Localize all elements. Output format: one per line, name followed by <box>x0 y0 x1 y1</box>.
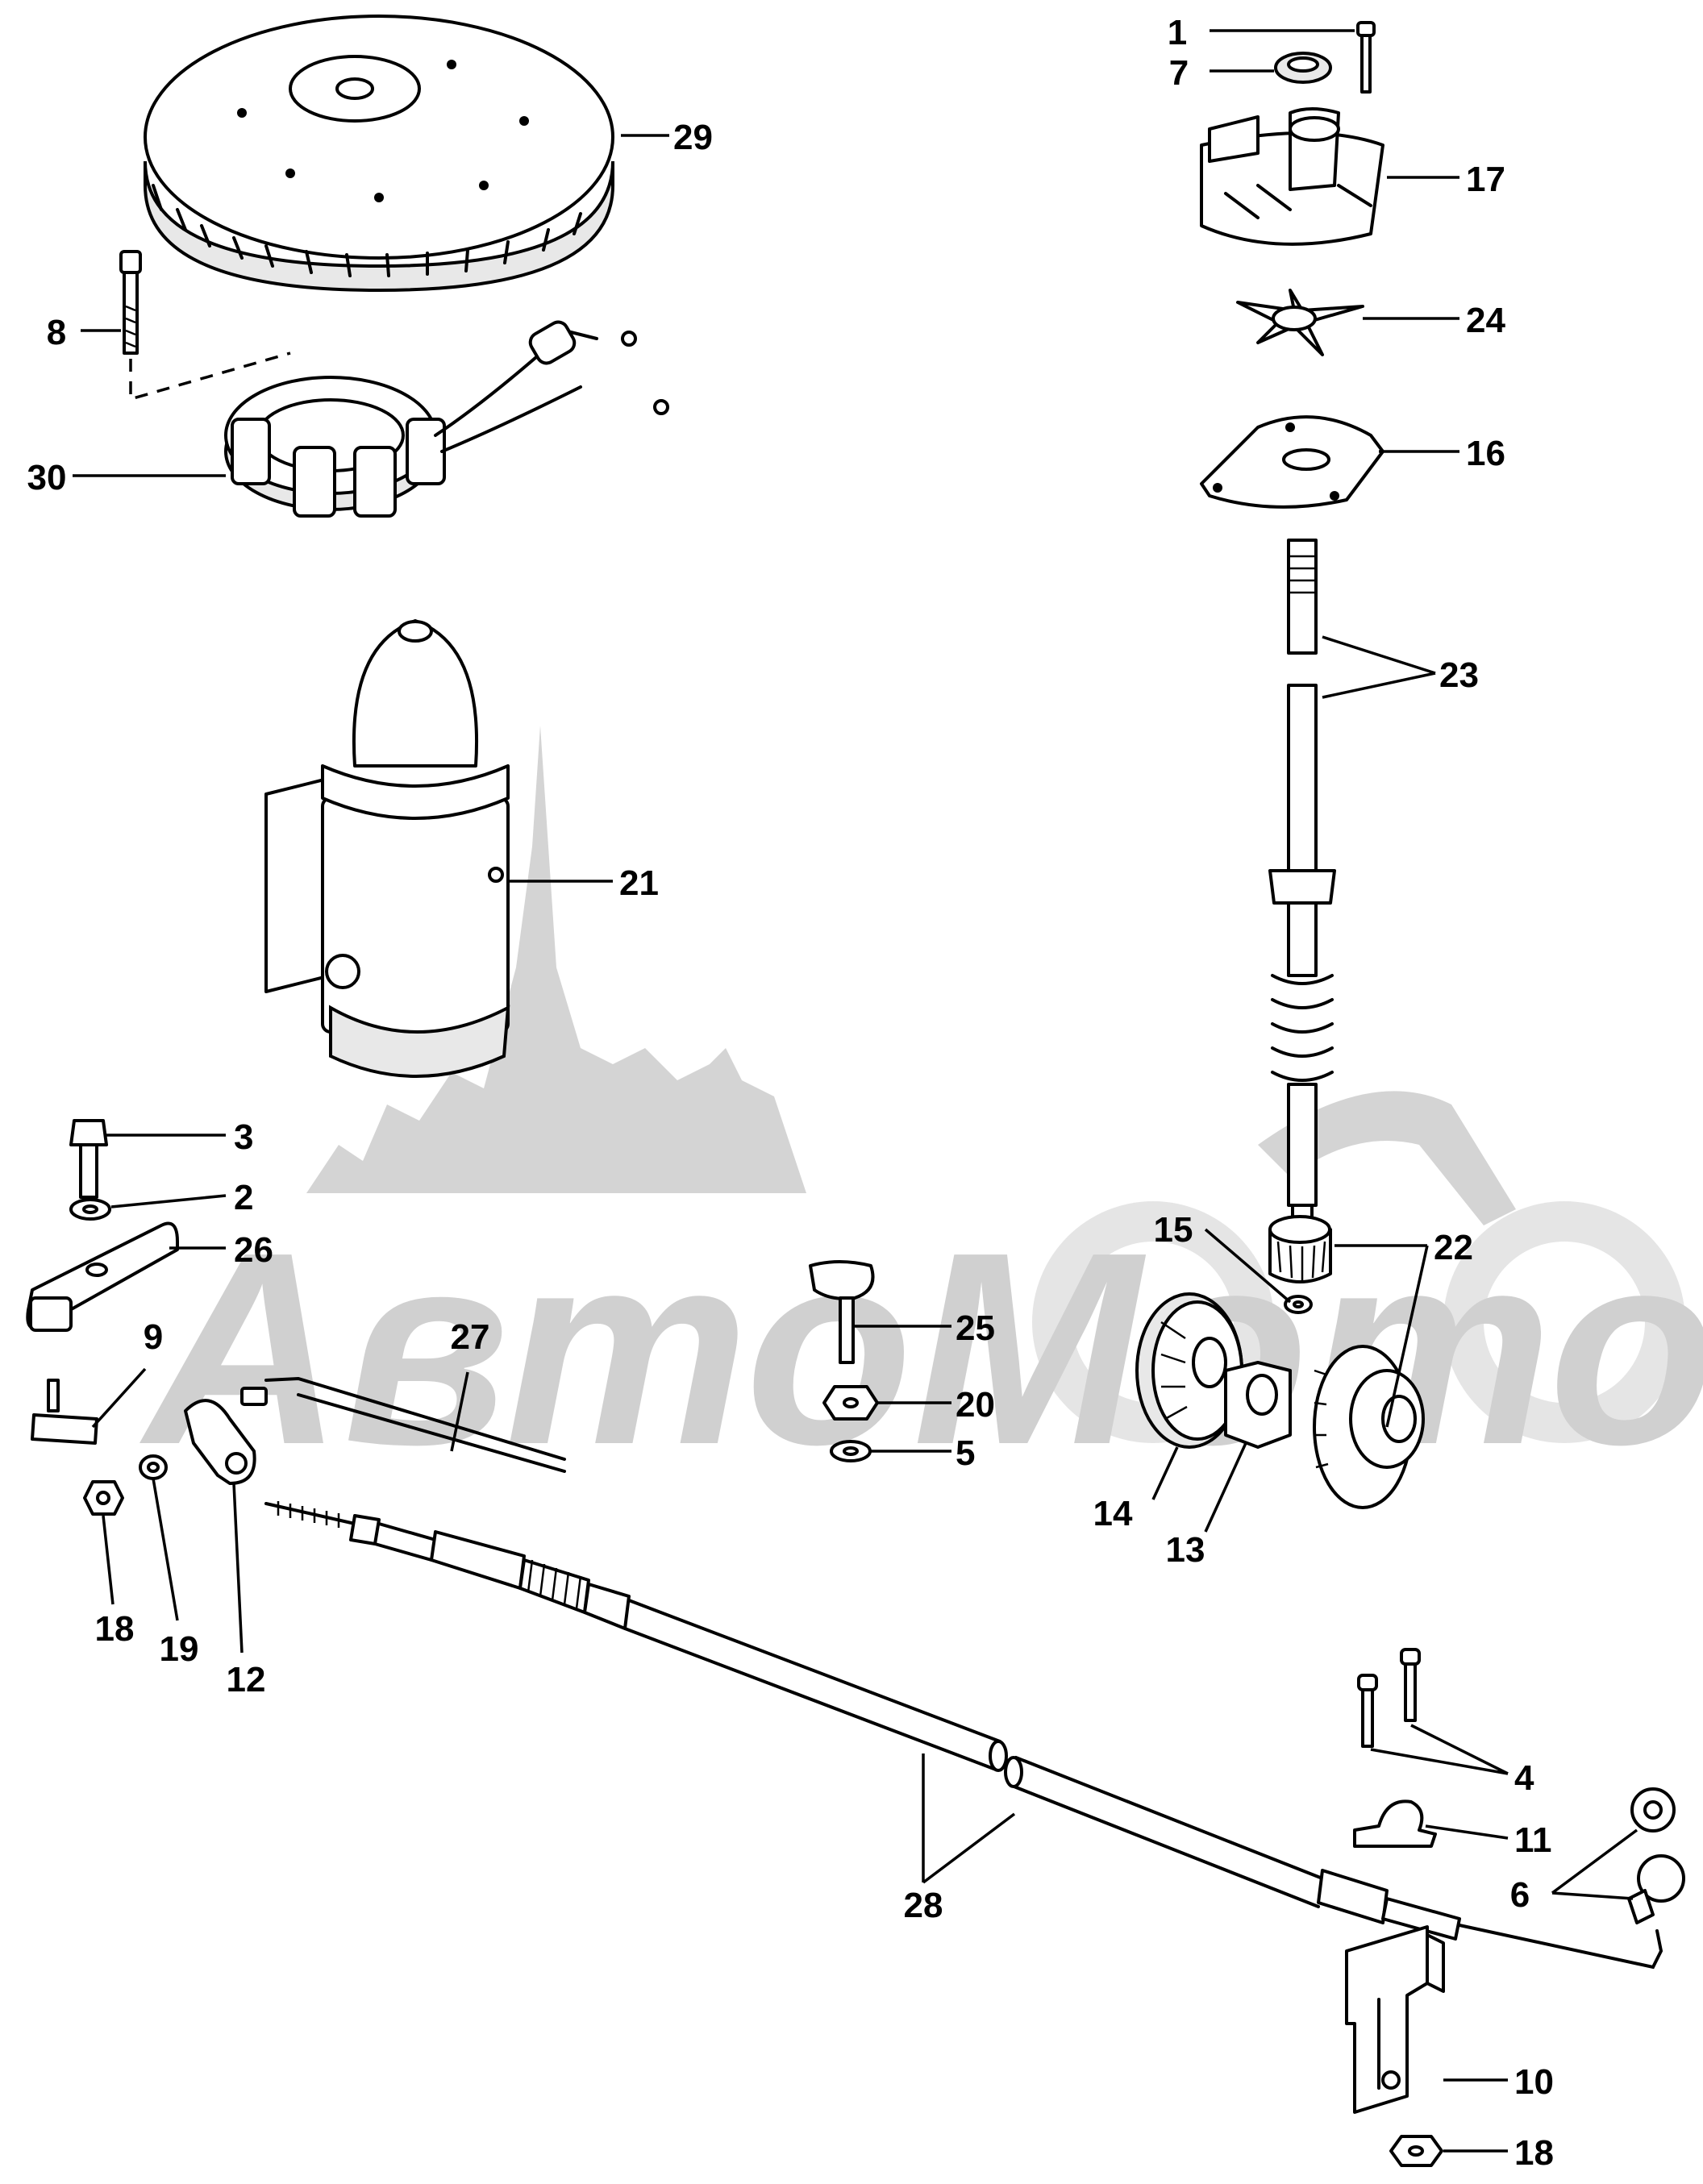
part-washer-15 <box>1284 1295 1313 1314</box>
part-washer-5 <box>830 1440 872 1462</box>
callout-27: 27 <box>451 1317 490 1357</box>
part-impeller-24 <box>1236 289 1364 356</box>
part-washer-19 <box>139 1454 168 1480</box>
part-gear-22-small <box>1268 1215 1332 1283</box>
part-pump-housing-17 <box>1200 107 1384 246</box>
callout-10: 10 <box>1514 2062 1554 2102</box>
part-shift-cable-28 <box>264 1501 1663 1970</box>
part-plate-16 <box>1200 415 1384 509</box>
part-nut-20 <box>822 1385 879 1421</box>
callout-9: 9 <box>144 1317 163 1357</box>
callout-29: 29 <box>673 118 713 157</box>
callout-18: 18 <box>95 1609 135 1649</box>
part-fittings-6 <box>1627 1787 1685 1924</box>
part-pump-screw-1 <box>1356 21 1376 94</box>
callout-6: 6 <box>1510 1875 1530 1915</box>
part-link-rod-27 <box>240 1376 566 1473</box>
part-bracket-12 <box>184 1399 256 1485</box>
callout-1: 1 <box>1168 13 1187 52</box>
callout-22: 22 <box>1434 1228 1473 1267</box>
part-bolt-3 <box>69 1119 108 1199</box>
part-screws-4 <box>1357 1648 1421 1748</box>
callout-7: 7 <box>1169 53 1189 93</box>
part-gear-22-large <box>1313 1345 1425 1509</box>
callout-23: 23 <box>1439 655 1479 695</box>
part-stator <box>224 320 669 518</box>
part-ball-joint-9 <box>31 1379 98 1445</box>
callout-26: 26 <box>234 1230 273 1270</box>
part-lever-26 <box>26 1221 179 1332</box>
callout-2: 2 <box>234 1178 253 1217</box>
part-clutch-dog-13 <box>1224 1361 1292 1449</box>
part-gear-14 <box>1135 1292 1243 1449</box>
callout-28: 28 <box>904 1886 943 1925</box>
callout-30: 30 <box>27 458 67 497</box>
callout-4: 4 <box>1514 1758 1534 1798</box>
part-starter-motor <box>264 619 510 1078</box>
part-grommet-7 <box>1274 52 1332 84</box>
callout-11: 11 <box>1514 1820 1552 1860</box>
part-flywheel <box>144 15 614 293</box>
callout-12: 12 <box>227 1660 266 1699</box>
callout-13: 13 <box>1166 1530 1205 1570</box>
part-nut-18 <box>83 1480 124 1516</box>
callout-25: 25 <box>956 1308 995 1348</box>
callout-3: 3 <box>234 1117 253 1157</box>
callout-14: 14 <box>1093 1494 1133 1533</box>
callout-18-lower: 18 <box>1514 2133 1554 2173</box>
callout-24: 24 <box>1466 301 1505 340</box>
callout-20: 20 <box>956 1385 995 1425</box>
callout-16: 16 <box>1466 434 1505 473</box>
callout-5: 5 <box>956 1433 975 1473</box>
leader-lines <box>73 29 1638 2153</box>
callout-17: 17 <box>1466 160 1505 199</box>
callout-8: 8 <box>47 313 66 352</box>
callout-15: 15 <box>1154 1210 1193 1250</box>
part-washer-2 <box>69 1198 111 1221</box>
part-thumbscrew-25 <box>809 1260 875 1364</box>
part-clip-11 <box>1353 1799 1437 1848</box>
callout-19: 19 <box>160 1629 199 1669</box>
part-nut-18-lower <box>1389 2135 1443 2167</box>
part-bracket-10 <box>1345 1925 1445 2114</box>
callout-numbers: 1 7 29 17 8 24 30 16 23 21 3 2 26 15 22 … <box>27 13 1554 2173</box>
part-bolt-8 <box>119 250 291 401</box>
callout-21: 21 <box>619 863 659 903</box>
